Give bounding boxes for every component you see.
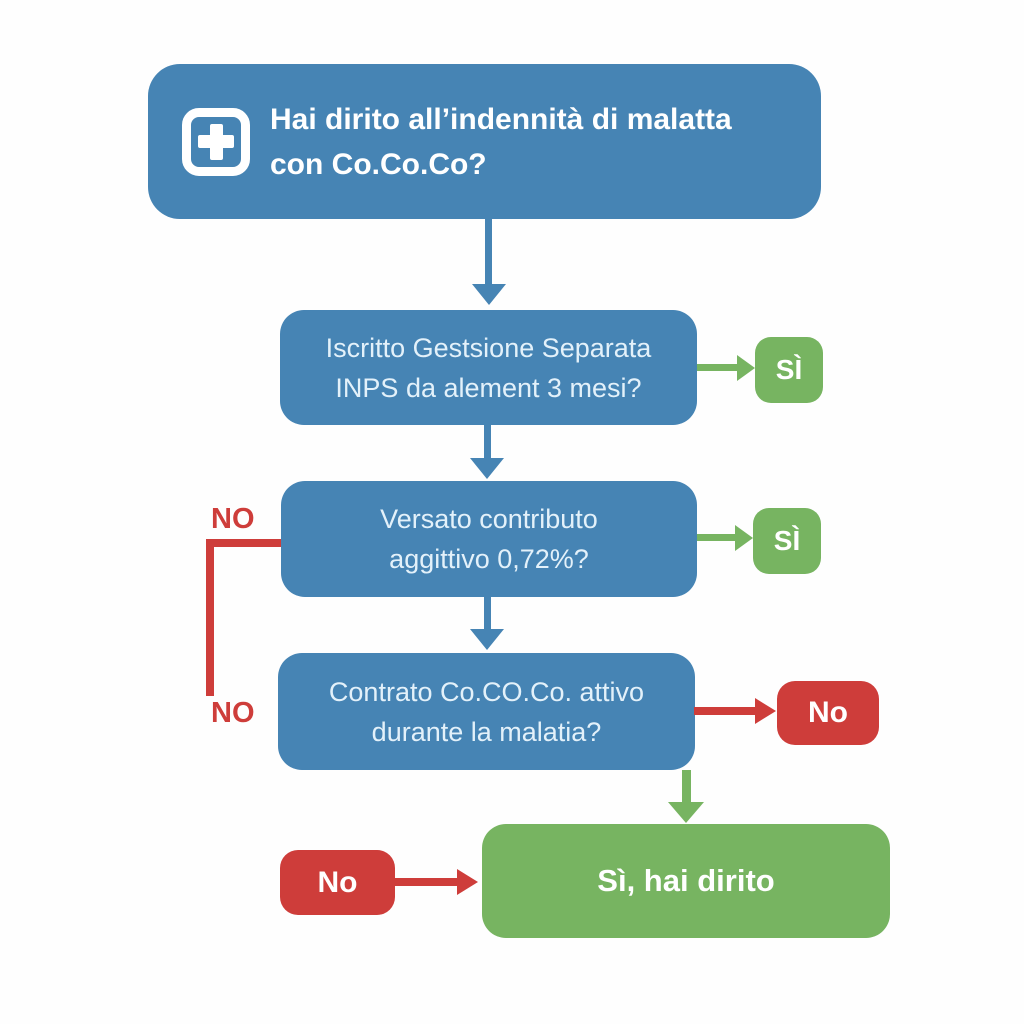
arrow-down-result-head bbox=[668, 802, 704, 823]
arrow-down-result-stem bbox=[682, 770, 691, 804]
arrow-down-3-head bbox=[470, 629, 504, 650]
arrow-no-right-head bbox=[755, 698, 776, 724]
arrow-yes-2-head bbox=[735, 525, 753, 551]
question-1-text: Iscritto Gestsione Separata INPS da alem… bbox=[280, 328, 697, 408]
question-1-line-1: Iscritto Gestsione Separata bbox=[325, 332, 652, 363]
arrow-no-bottom-head bbox=[457, 869, 478, 895]
no-label-1: NO bbox=[211, 503, 255, 535]
title-line-2: con Co.Co.Co? bbox=[270, 147, 487, 181]
question-3-line-1: Contrato Co.CO.Co. attivo bbox=[328, 676, 645, 707]
yes-badge-2-label: SÌ bbox=[773, 525, 801, 556]
medical-cross-icon bbox=[182, 107, 250, 176]
question-1-line-2: INPS da alement 3 mesi? bbox=[335, 372, 642, 403]
question-3-text: Contrato Co.CO.Co. attivo durante la mal… bbox=[278, 672, 695, 752]
no-connector-horizontal bbox=[206, 539, 283, 547]
arrow-down-2-head bbox=[470, 458, 504, 479]
question-2-line-1: Versato contributo bbox=[380, 504, 598, 534]
arrow-no-bottom-stem bbox=[395, 878, 459, 886]
yes-badge-1-label: SÌ bbox=[775, 354, 803, 385]
title-line-1: Hai dirito all’indennità di malatta bbox=[270, 102, 732, 136]
yes-badge-2: SÌ bbox=[753, 508, 821, 574]
result-node: Sì, hai dirito bbox=[482, 824, 890, 938]
question-1-node: Iscritto Gestsione Separata INPS da alem… bbox=[280, 310, 697, 425]
question-2-node: Versato contributo aggittivo 0,72%? bbox=[281, 481, 697, 597]
question-2-line-2: aggittivo 0,72%? bbox=[389, 544, 589, 574]
arrow-down-1-head bbox=[472, 284, 506, 305]
yes-badge-1: SÌ bbox=[755, 337, 823, 403]
no-badge-bottom-label: No bbox=[317, 865, 358, 899]
arrow-yes-1-head bbox=[737, 355, 755, 381]
no-badge-right-label: No bbox=[808, 696, 848, 729]
no-badge-bottom: No bbox=[280, 850, 395, 915]
question-3-node: Contrato Co.CO.Co. attivo durante la mal… bbox=[278, 653, 695, 770]
result-label: Sì, hai dirito bbox=[597, 863, 775, 898]
arrow-no-right-stem bbox=[694, 707, 758, 715]
title-row: Hai dirito all’indennità di malatta con … bbox=[148, 64, 821, 219]
title-node: Hai dirito all’indennità di malatta con … bbox=[148, 64, 821, 219]
no-label-2: NO bbox=[211, 697, 255, 729]
arrow-yes-1-stem bbox=[697, 364, 739, 371]
arrow-yes-2-stem bbox=[697, 534, 737, 541]
arrow-down-1-stem bbox=[485, 219, 492, 286]
no-badge-right: No bbox=[777, 681, 879, 745]
question-3-line-2: durante la malatia? bbox=[371, 716, 602, 747]
title-text: Hai dirito all’indennità di malatta con … bbox=[270, 97, 732, 187]
arrow-down-2-stem bbox=[484, 425, 491, 461]
question-2-text: Versato contributo aggittivo 0,72%? bbox=[281, 499, 697, 579]
arrow-down-3-stem bbox=[484, 597, 491, 631]
no-connector-vertical bbox=[206, 539, 214, 696]
